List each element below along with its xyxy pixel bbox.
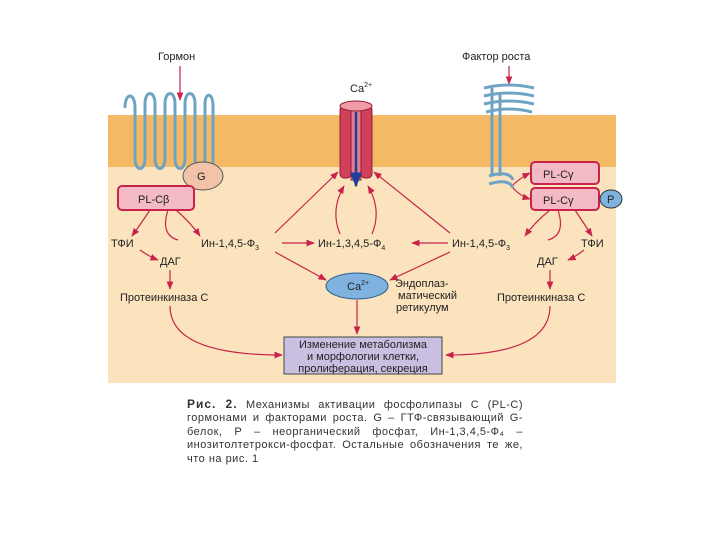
receptor-to-plcg2-arrow bbox=[512, 187, 531, 201]
result-line-1: Изменение метаболизма bbox=[299, 339, 428, 351]
plcg-to-tfi-arrow bbox=[574, 209, 593, 237]
phosphate-label: P bbox=[607, 194, 614, 206]
endoplasmic-reticulum bbox=[325, 272, 389, 300]
result-line-2: и морфологии клетки, bbox=[307, 351, 419, 363]
figure-caption: Рис. 2. Механизмы активации фосфолипазы … bbox=[187, 397, 524, 466]
growth-factor-receptor bbox=[483, 83, 535, 189]
ip3-left-to-channel-arrow bbox=[274, 171, 339, 234]
plc-gamma-bottom-label: PL-Cγ bbox=[543, 195, 574, 207]
caption-line-1: Механизмы активации фосфолипазы С (PL-C)… bbox=[187, 399, 524, 425]
plcb-curve-arrow bbox=[165, 209, 179, 241]
caption-title: Рис. 2. bbox=[187, 397, 238, 411]
pkc-right: Протеинкиназа С bbox=[497, 292, 585, 304]
dag-left: ДАГ bbox=[160, 256, 181, 268]
ip4-to-channel-left-arrow bbox=[335, 185, 345, 235]
ip3-right: Ин-1,4,5-Ф3 bbox=[452, 238, 510, 252]
ip3-right-to-channel-arrow bbox=[373, 171, 451, 234]
growth-factor-label: Фактор роста bbox=[462, 51, 531, 63]
plc-gamma-top-label: PL-Cγ bbox=[543, 169, 574, 181]
ca-top-label: Ca2+ bbox=[350, 82, 372, 95]
tfi-right: ТФИ bbox=[581, 238, 604, 250]
ip3-left-to-er-arrow bbox=[274, 251, 327, 281]
ip3-right-to-er-arrow bbox=[389, 251, 451, 281]
g-protein-label: G bbox=[197, 171, 206, 183]
er-label-3: ретикулум bbox=[396, 302, 449, 314]
plcb-to-tfi-arrow bbox=[131, 209, 151, 237]
phosphate-badge bbox=[599, 189, 623, 209]
er-label-2: матический bbox=[398, 290, 457, 302]
plcg-curve-arrow bbox=[547, 209, 561, 241]
result-line-3: пролиферация, секреция bbox=[298, 363, 428, 375]
er-label-1: Эндоплаз- bbox=[395, 278, 449, 290]
ip3-left: Ин-1,4,5-Ф3 bbox=[201, 238, 259, 252]
ip4: Ин-1,3,4,5-Ф4 bbox=[318, 238, 385, 252]
result-box bbox=[283, 336, 443, 375]
tfi-to-dag-arrow bbox=[139, 249, 159, 261]
caption-line-2: G – ГТФ-связывающий G-белок, Р – неорган… bbox=[187, 412, 523, 465]
gpcr-receptor bbox=[123, 92, 215, 182]
pkc-left-to-result-arrow bbox=[169, 305, 283, 359]
g-protein bbox=[182, 161, 224, 191]
pkc-right-to-result-arrow bbox=[445, 305, 551, 359]
plc-beta bbox=[117, 185, 195, 211]
plcb-to-ip3-arrow bbox=[175, 209, 201, 237]
ca-er-label: Ca2+ bbox=[347, 280, 369, 293]
tfi-left: ТФИ bbox=[111, 238, 134, 250]
pkc-left: Протеинкиназа С bbox=[120, 292, 208, 304]
plc-beta-label: PL-Cβ bbox=[138, 194, 169, 206]
plcg-to-ip3-arrow bbox=[524, 209, 551, 237]
hormone-label: Гормон bbox=[158, 51, 195, 63]
tfi-right-to-dag-arrow bbox=[567, 249, 585, 261]
plc-gamma-bottom bbox=[530, 187, 600, 211]
dag-right: ДАГ bbox=[537, 256, 558, 268]
ip4-to-channel-right-arrow bbox=[367, 185, 377, 235]
plc-gamma-top bbox=[530, 161, 600, 185]
receptor-to-plcg-arrow bbox=[512, 172, 531, 186]
